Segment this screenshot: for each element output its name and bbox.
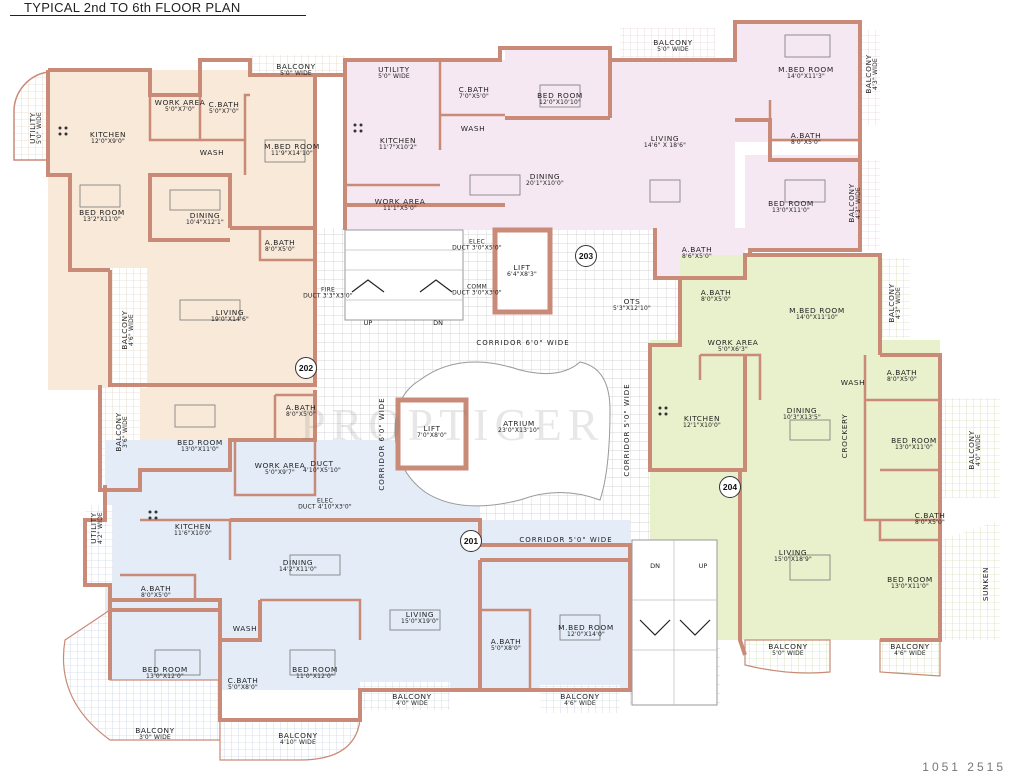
unit-202: [14, 55, 345, 483]
room-201-wash: WASH: [233, 625, 258, 633]
room-204-sunken: SUNKEN: [982, 567, 990, 601]
corridor-right-label: CORRIDOR 5'0" WIDE: [623, 383, 631, 476]
corridor-bottom-label: CORRIDOR 5'0" WIDE: [519, 536, 612, 544]
room-204-crockery: CROCKERY: [841, 414, 849, 459]
watermark: PROPTIGER: [300, 398, 604, 451]
corridor-left-label: CORRIDOR 6'0" WIDE: [378, 397, 386, 490]
stair-up-label: UP: [364, 319, 373, 327]
room-204-wash: WASH: [841, 379, 866, 387]
stair-dn-label: DN: [433, 319, 443, 327]
corridor-top-label: CORRIDOR 6'0" WIDE: [476, 339, 569, 347]
unit-badge-202: 202: [295, 357, 317, 379]
room-202-wash: WASH: [200, 149, 225, 157]
stair-core: [345, 230, 463, 320]
unit-badge-201: 201: [460, 530, 482, 552]
stair-dn-label-2: DN: [650, 562, 660, 570]
unit-badge-203: 203: [575, 245, 597, 267]
stair-up-label-2: UP: [699, 562, 708, 570]
unit-badge-204: 204: [719, 476, 741, 498]
room-203-wash: WASH: [461, 125, 486, 133]
title-underline: [10, 15, 306, 16]
corner-code: 1051 2515: [922, 760, 1006, 774]
page-title: TYPICAL 2nd TO 6th FLOOR PLAN: [24, 0, 241, 15]
